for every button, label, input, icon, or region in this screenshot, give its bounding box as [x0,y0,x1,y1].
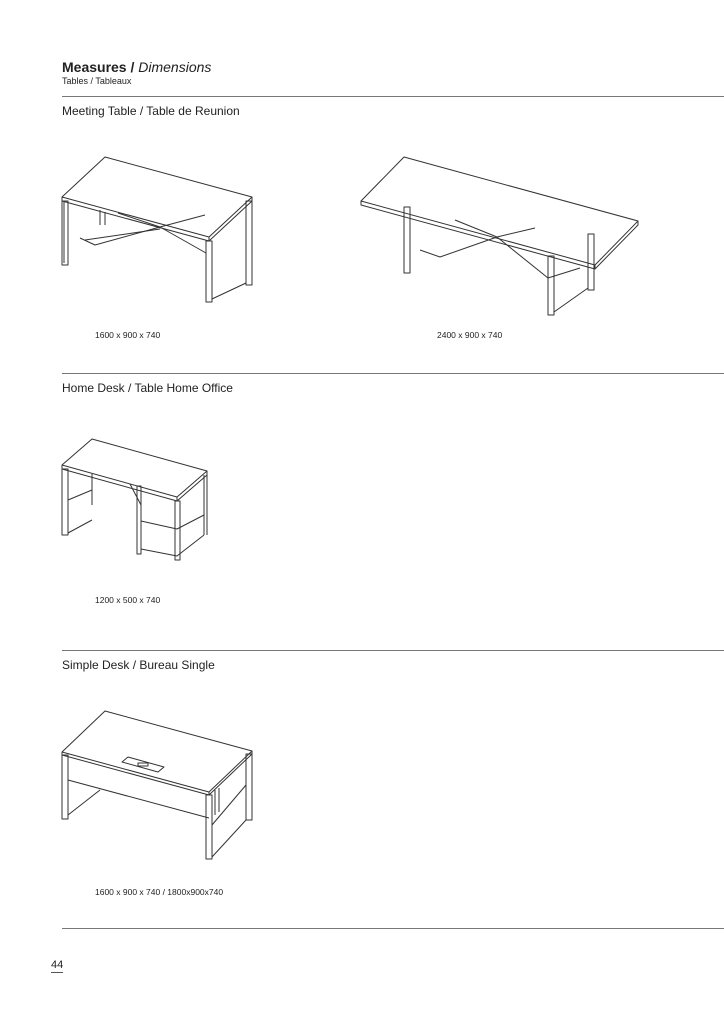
page-number: 44 [51,959,64,973]
dimension-label: 1600 x 900 x 740 [95,330,161,340]
dimension-label: 1200 x 500 x 740 [95,595,161,605]
divider [62,373,724,374]
meeting-table-1600-drawing [61,156,253,303]
dimension-label: 2400 x 900 x 740 [437,330,503,340]
divider [62,96,724,97]
divider [62,928,724,929]
page-subtitle: Tables / Tableaux [62,76,132,86]
meeting-table-2400-drawing [360,156,639,316]
dimension-label: 1600 x 900 x 740 / 1800x900x740 [95,887,224,897]
simple-desk-drawing [61,710,253,860]
home-desk-drawing [61,438,208,561]
divider [62,650,724,651]
section-title-simple-desk: Simple Desk / Bureau Single [62,658,215,672]
cable-port-icon [121,756,165,773]
page-title: Measures / Dimensions [62,59,212,75]
section-title-meeting-table: Meeting Table / Table de Reunion [62,104,240,118]
section-title-home-desk: Home Desk / Table Home Office [62,381,233,395]
